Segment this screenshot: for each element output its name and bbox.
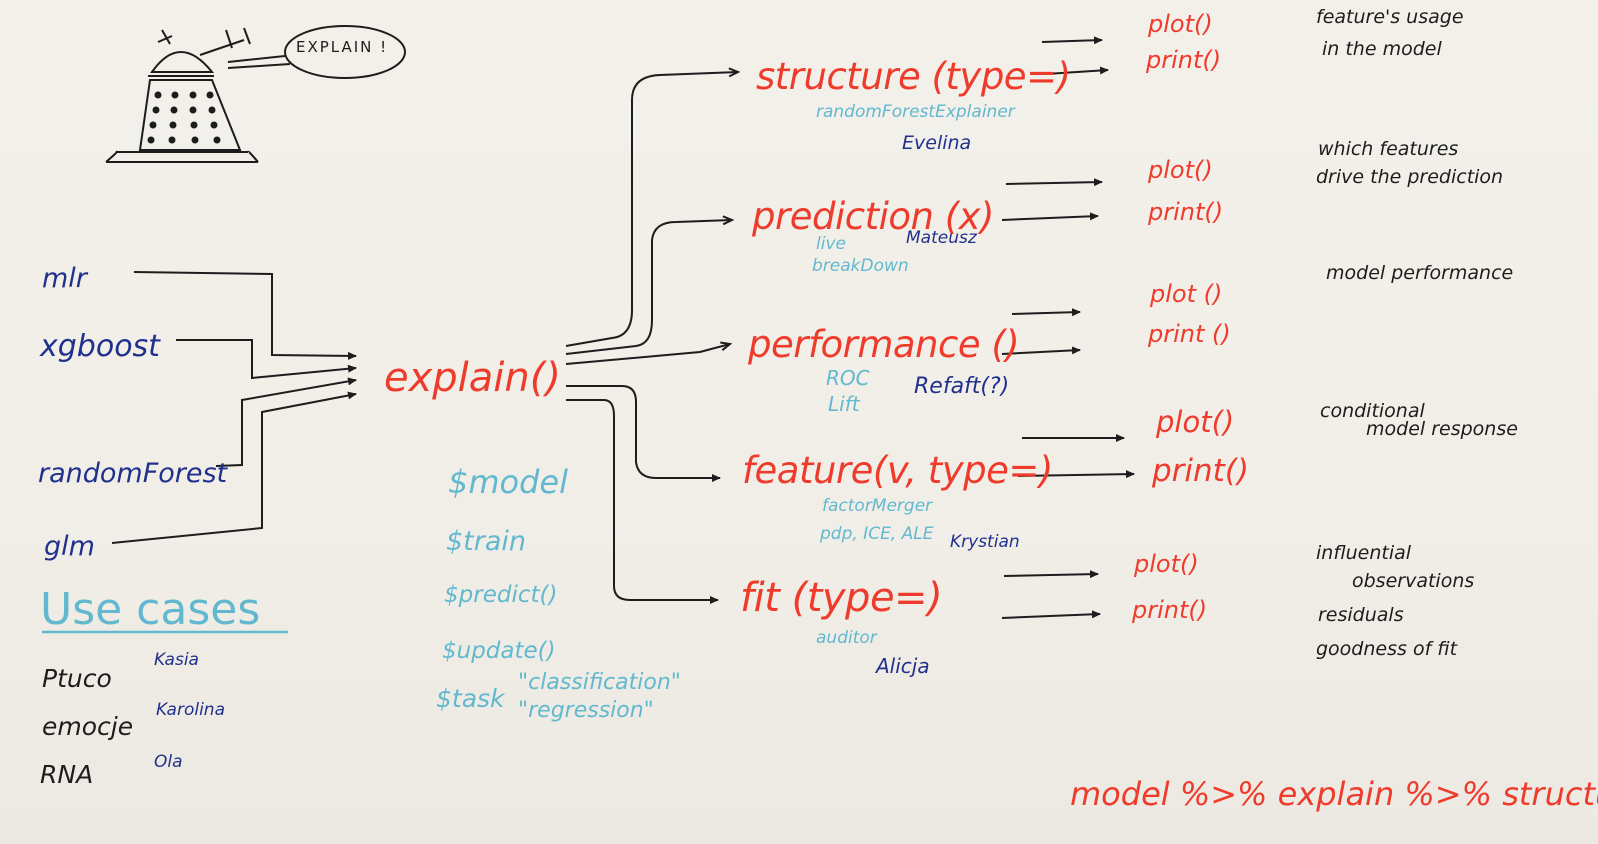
pipe-expression: model %>% explain %>% structure	[1070, 775, 1598, 813]
input-mlr: mlr	[42, 263, 87, 294]
field-predict: $predict()	[444, 582, 558, 608]
method-structure: structure (type=)	[756, 55, 1071, 98]
person-karolina: Karolina	[156, 700, 225, 720]
output-print-prediction: print()	[1148, 198, 1224, 226]
author-mateusz: Mateusz	[906, 228, 977, 248]
description-feature-line1: conditional	[1320, 400, 1425, 422]
package-randomforestexplainer: randomForestExplainer	[816, 102, 1015, 122]
use-cases-title: Use cases	[40, 584, 261, 635]
description-performance: model performance	[1326, 262, 1514, 284]
package-breakdown: breakDown	[812, 256, 909, 276]
description-feature-line2: model response	[1366, 418, 1518, 440]
method-feature: feature(v, type=)	[742, 449, 1053, 492]
field-train: $train	[446, 526, 527, 557]
method-performance: performance ()	[748, 323, 1020, 366]
person-kasia: Kasia	[154, 650, 199, 670]
author-performance: Refaft(?)	[914, 374, 1010, 399]
output-print-fit: print()	[1132, 596, 1208, 624]
input-glm: glm	[44, 531, 95, 562]
output-print-feature: print()	[1152, 453, 1250, 489]
method-arrows	[565, 72, 738, 604]
field-update: $update()	[442, 638, 556, 664]
use-case-emocje: emocje	[42, 712, 134, 741]
output-plot-prediction: plot()	[1148, 156, 1213, 184]
explain-speech-bubble: EXPLAIN !	[296, 38, 389, 56]
explain-function: explain()	[384, 355, 561, 401]
person-ola: Ola	[154, 752, 183, 772]
task-classification: "classification"	[518, 670, 681, 695]
task-regression: "regression"	[518, 698, 654, 723]
description-fit-line2: observations	[1352, 570, 1475, 592]
field-task: $task	[436, 684, 505, 713]
author-alicja: Alicja	[876, 654, 930, 678]
use-case-ptuco: Ptuco	[42, 664, 112, 693]
output-print-structure: print()	[1146, 46, 1222, 74]
output-plot-structure: plot()	[1148, 10, 1213, 38]
output-plot-feature: plot()	[1156, 405, 1235, 439]
author-krystian: Krystian	[950, 532, 1020, 552]
method-prediction: prediction (x)	[752, 195, 994, 238]
package-auditor: auditor	[816, 628, 877, 648]
description-structure-line1: feature's usage	[1316, 6, 1464, 28]
output-arrows	[1001, 36, 1135, 619]
input-arrows	[111, 271, 357, 544]
robot-dots	[147, 91, 221, 144]
metric-lift: Lift	[828, 392, 860, 416]
input-randomforest: randomForest	[38, 458, 228, 489]
method-fit: fit (type=)	[740, 575, 943, 621]
package-factormerger: factorMerger	[822, 496, 933, 516]
package-live: live	[816, 234, 846, 254]
author-evelina: Evelina	[902, 132, 972, 154]
output-plot-performance: plot ()	[1150, 280, 1223, 308]
output-print-performance: print ()	[1148, 320, 1231, 348]
package-pdp-ice-ale: pdp, ICE, ALE	[820, 524, 934, 544]
description-fit-line4: goodness of fit	[1316, 638, 1458, 660]
output-plot-fit: plot()	[1134, 550, 1199, 578]
field-model: $model	[448, 463, 568, 501]
description-prediction-line1: which features	[1318, 138, 1459, 160]
description-fit-line3: residuals	[1318, 604, 1404, 626]
robot-drawing	[105, 25, 406, 163]
description-prediction-line2: drive the prediction	[1316, 166, 1504, 188]
description-structure-line2: in the model	[1322, 38, 1442, 60]
metric-roc: ROC	[826, 366, 870, 390]
use-case-rna: RNA	[40, 760, 94, 789]
input-xgboost: xgboost	[40, 329, 160, 364]
description-fit-line1: influential	[1316, 542, 1412, 564]
